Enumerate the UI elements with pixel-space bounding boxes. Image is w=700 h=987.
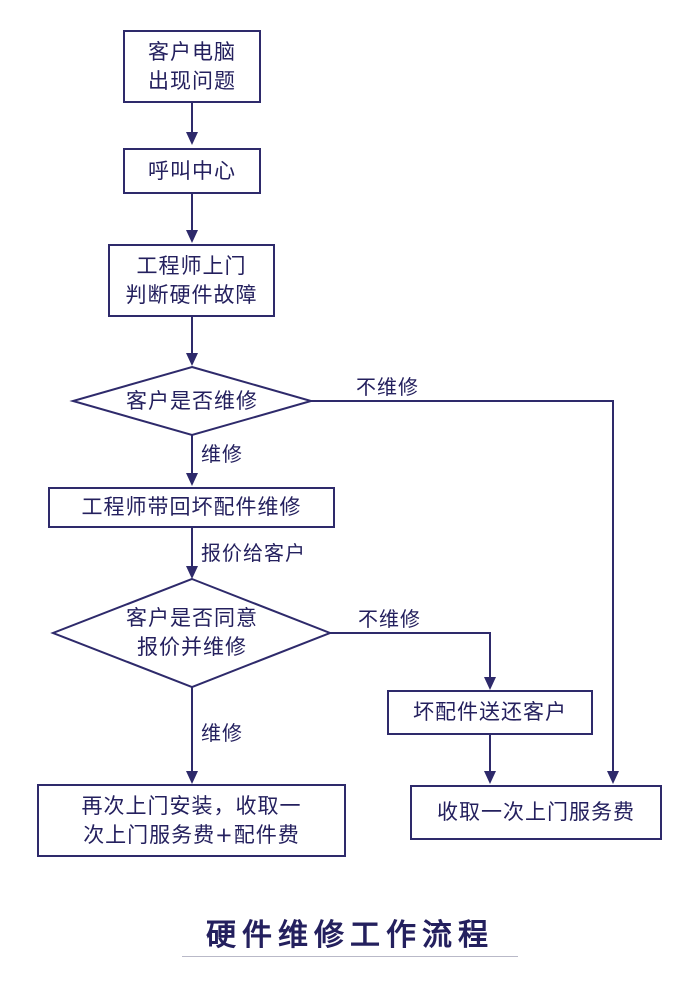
- node-charge-visit: 收取一次上门服务费: [410, 785, 662, 840]
- decision-agree-line1: 客户是否同意: [126, 606, 258, 630]
- arrowhead: [186, 771, 198, 784]
- node-charge-visit-label: 收取一次上门服务费: [437, 800, 635, 824]
- edge-label-no-repair-2: 不维修: [358, 607, 421, 631]
- node-engineer-line2: 判断硬件故障: [125, 282, 258, 307]
- arrowhead: [186, 353, 198, 366]
- node-engineer-line1: 工程师上门: [136, 253, 247, 278]
- node-install-line1: 再次上门安装，收取一: [81, 793, 302, 818]
- node-start-line1: 客户电脑: [148, 39, 236, 64]
- node-take-back-label: 工程师带回坏配件维修: [81, 495, 302, 519]
- edge-label-quote: 报价给客户: [201, 541, 306, 565]
- diagram-title: 硬件维修工作流程: [206, 918, 494, 953]
- node-install-charge: 再次上门安装，收取一次上门服务费+配件费: [37, 784, 346, 857]
- edge-label-no-repair-1: 不维修: [356, 375, 419, 399]
- arrowhead: [186, 473, 198, 486]
- arrowhead: [484, 677, 496, 690]
- edge-label-repair-2: 维修: [201, 721, 243, 745]
- arrowhead: [484, 771, 496, 784]
- arrowhead: [186, 566, 198, 579]
- node-call-center: 呼叫中心: [123, 148, 261, 194]
- node-return-part-label: 坏配件送还客户: [413, 700, 567, 724]
- arrow-no-repair-to-charge: [311, 400, 614, 776]
- node-install-line2: 次上门服务费+配件费: [83, 822, 300, 847]
- node-take-back: 工程师带回坏配件维修: [48, 487, 335, 528]
- node-call-center-label: 呼叫中心: [148, 158, 236, 183]
- node-engineer-visit: 工程师上门判断硬件故障: [108, 244, 275, 317]
- decision-agree-line2: 报价并维修: [137, 635, 247, 659]
- arrowhead: [607, 771, 619, 784]
- decision-repair-label: 客户是否维修: [126, 388, 258, 413]
- node-start-line2: 出现问题: [148, 68, 236, 93]
- arrowhead: [186, 230, 198, 243]
- node-return-part: 坏配件送还客户: [387, 690, 593, 735]
- decision-agree-text: 客户是否同意报价并维修: [90, 603, 294, 663]
- arrow-no-repair-to-return: [330, 632, 491, 683]
- edge-label-repair-1: 维修: [201, 442, 243, 466]
- decision-repair-text: 客户是否维修: [90, 386, 294, 416]
- title-underline: [182, 956, 518, 957]
- arrowhead: [186, 132, 198, 145]
- node-start: 客户电脑出现问题: [123, 30, 261, 103]
